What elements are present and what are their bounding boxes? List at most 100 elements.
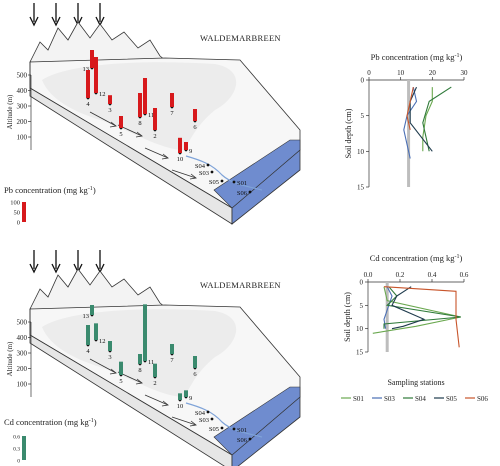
site-label: 6 xyxy=(193,124,197,131)
flow-arrow-icon xyxy=(144,394,169,406)
x-tick-label: 0.4 xyxy=(428,271,437,279)
x-tick-label: 0.0 xyxy=(364,271,373,279)
site-label: 10 xyxy=(177,403,184,410)
site-label: S04 xyxy=(195,163,206,170)
series-line-s03 xyxy=(383,286,393,329)
site-label: 9 xyxy=(189,395,192,402)
site-label: S03 xyxy=(199,170,209,177)
scale-bar xyxy=(22,202,26,222)
flow-arrow-icon xyxy=(161,153,169,160)
concentration-bar xyxy=(90,305,94,315)
scale-tick-label: 100 xyxy=(10,200,20,207)
flow-arrow-icon xyxy=(144,147,169,159)
sampling-point-icon xyxy=(220,426,224,430)
altitude-tick-label: 400 xyxy=(17,87,28,95)
legend-label: S01 xyxy=(353,395,364,403)
flow-arrow-icon xyxy=(89,111,117,127)
series-line-s05 xyxy=(391,286,426,330)
site-label: 12 xyxy=(99,91,106,98)
altitude-tick-label: 200 xyxy=(17,118,28,126)
sampling-point-icon xyxy=(220,179,224,183)
site-label: 9 xyxy=(189,148,192,155)
site-label: 2 xyxy=(153,133,156,140)
scale-title: Pb concentration (mg kg-1) xyxy=(4,185,96,195)
site-label: 13 xyxy=(83,66,90,73)
x-tick-label: 0.2 xyxy=(396,271,405,279)
concentration-bar xyxy=(90,50,94,68)
legend-label: S04 xyxy=(415,395,426,403)
site-label: 4 xyxy=(86,348,90,355)
series-line-s03 xyxy=(403,86,418,159)
y-tick-label: 0 xyxy=(361,77,365,85)
wind-arrow-icon xyxy=(29,16,39,27)
concentration-bar xyxy=(153,363,157,377)
scale-tick-label: 0.3 xyxy=(13,447,20,453)
sampling-point-icon xyxy=(248,437,252,441)
legend-title: Sampling stations xyxy=(387,378,444,387)
wind-arrow-icon xyxy=(51,16,61,27)
sampling-point-icon xyxy=(206,410,210,414)
series-line-s04 xyxy=(422,86,452,152)
altitude-tick-label: 500 xyxy=(17,72,28,80)
y-tick-label: 10 xyxy=(357,148,365,156)
altitude-tick-label: 300 xyxy=(17,350,28,358)
concentration-bar xyxy=(193,109,197,121)
concentration-bar xyxy=(108,341,112,351)
sampling-point-icon xyxy=(206,163,210,167)
site-label: S04 xyxy=(195,410,206,417)
altitude-tick-label: 200 xyxy=(17,365,28,373)
scale-tick-label: 0 xyxy=(17,459,20,465)
sampling-point-icon xyxy=(232,180,236,184)
fjord-water xyxy=(213,386,301,456)
site-label: 4 xyxy=(86,101,90,108)
flow-arrow-icon xyxy=(109,368,117,375)
altitude-tick-label: 100 xyxy=(17,134,28,142)
concentration-bar xyxy=(143,78,147,114)
sampling-point-icon xyxy=(210,417,214,421)
wind-arrow-icon xyxy=(51,263,61,274)
concentration-bar xyxy=(184,390,188,397)
scale-tick-label: 0.6 xyxy=(13,435,20,441)
legend-label: S05 xyxy=(446,395,457,403)
chart-title: Pb concentration (mg kg-1) xyxy=(371,52,463,62)
altitude-tick-label: 100 xyxy=(17,381,28,389)
concentration-bar xyxy=(119,116,123,128)
y-tick-label: 15 xyxy=(357,184,365,192)
concentration-bar xyxy=(138,354,142,364)
site-label: 5 xyxy=(119,378,122,385)
series-line-s06 xyxy=(383,286,460,348)
altitude-axis-label: Altitude (m) xyxy=(6,94,14,129)
series-line-s04 xyxy=(383,286,461,329)
fjord-water xyxy=(213,139,301,209)
site-label: S05 xyxy=(209,179,219,186)
site-label: 10 xyxy=(177,156,184,163)
y-tick-label: 10 xyxy=(356,325,364,333)
flow-arrow-icon xyxy=(189,173,197,180)
site-label: S01 xyxy=(237,427,247,434)
scale-title: Cd concentration (mg kg-1) xyxy=(4,417,97,427)
glacier-area xyxy=(42,309,237,397)
y-tick-label: 5 xyxy=(361,112,365,120)
series-line-s06 xyxy=(406,86,414,131)
x-tick-label: 30 xyxy=(461,69,469,77)
site-label: S05 xyxy=(209,426,219,433)
site-label: S01 xyxy=(237,180,247,187)
x-tick-label: 20 xyxy=(429,69,437,77)
site-label: S06 xyxy=(237,437,248,444)
sampling-point-icon xyxy=(232,427,236,431)
scale-tick-label: 50 xyxy=(14,210,21,217)
concentration-bar xyxy=(119,361,123,375)
site-label: 11 xyxy=(148,359,154,366)
concentration-bar xyxy=(153,108,157,130)
site-label: 7 xyxy=(170,357,174,364)
concentration-bar xyxy=(143,304,147,361)
series-line-s01 xyxy=(422,87,433,152)
flow-arrow-icon xyxy=(89,358,117,374)
concentration-bar xyxy=(86,70,90,98)
